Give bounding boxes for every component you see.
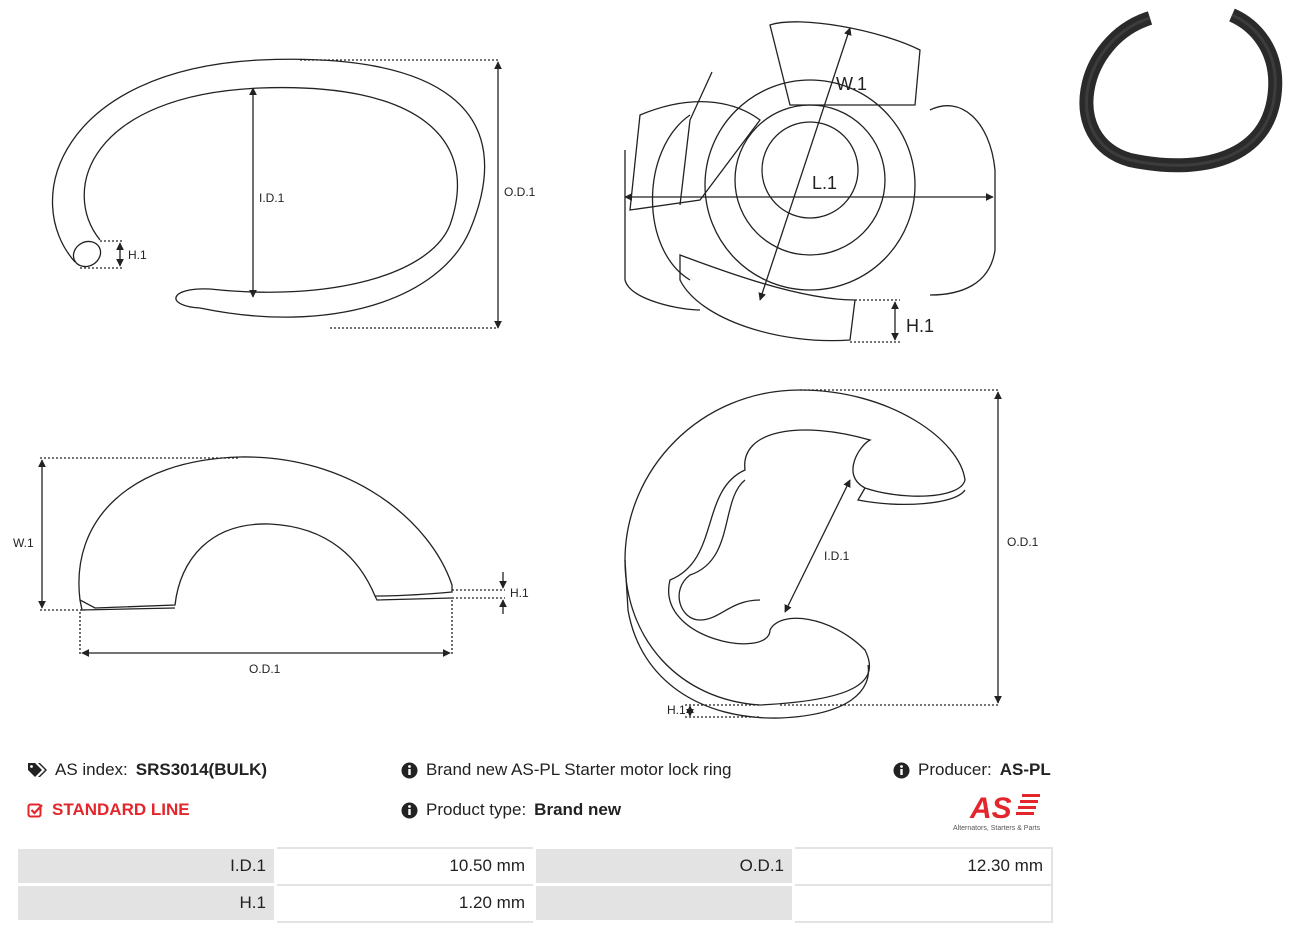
info-icon [401, 802, 418, 818]
description-row: Brand new AS-PL Starter motor lock ring [401, 760, 732, 780]
spec-label: I.D.1 [15, 846, 277, 886]
ring-od-label: O.D.1 [504, 185, 536, 199]
product-type-value: Brand new [534, 800, 622, 819]
technical-drawings: I.D.1 O.D.1 H.1 W.1 L.1 H.1 [13, 8, 1283, 719]
arch-w-label: W.1 [13, 536, 34, 550]
product-type-row: Product type: Brand new [401, 800, 621, 820]
tags-icon [28, 763, 47, 777]
as-pl-logo: AS Alternators, Starters & Parts [952, 790, 1054, 832]
as-index-row: AS index: SRS3014(BULK) [27, 760, 267, 780]
spec-value: 1.20 mm [274, 883, 536, 923]
clip-w-label: W.1 [836, 74, 867, 94]
eclip-h-label: H.1 [667, 703, 686, 717]
spec-value: 10.50 mm [274, 846, 536, 886]
standard-line-label: STANDARD LINE [52, 800, 190, 819]
description-text: Brand new AS-PL Starter motor lock ring [426, 760, 732, 779]
producer-row: Producer: AS-PL [893, 760, 1051, 780]
eclip-drawing [624, 389, 1002, 719]
producer-value: AS-PL [999, 760, 1051, 779]
as-index-label: AS index: [55, 760, 128, 779]
clip-top-drawing [624, 21, 996, 343]
product-type-label: Product type: [426, 800, 527, 819]
arch-h-label: H.1 [510, 586, 529, 600]
arch-od-label: O.D.1 [249, 662, 281, 676]
table-row: H.1 1.20 mm [15, 883, 1053, 923]
line-row: STANDARD LINE [27, 800, 190, 820]
spec-table: I.D.1 10.50 mm O.D.1 12.30 mm H.1 1.20 m… [15, 846, 1053, 923]
table-row: I.D.1 10.50 mm O.D.1 12.30 mm [15, 846, 1053, 886]
eclip-id-label: I.D.1 [824, 549, 850, 563]
clip-l-label: L.1 [812, 173, 837, 193]
info-icon [893, 762, 910, 778]
as-index-value: SRS3014(BULK) [135, 760, 268, 779]
product-photo [1079, 8, 1283, 173]
arch-side-drawing [38, 456, 507, 657]
spec-label [533, 883, 795, 923]
clip-h-label: H.1 [906, 316, 934, 336]
eclip-od-label: O.D.1 [1007, 535, 1039, 549]
spec-value [792, 883, 1053, 923]
spec-label: O.D.1 [533, 846, 795, 886]
producer-label: Producer: [918, 760, 992, 779]
info-icon [401, 762, 418, 778]
check-square-icon [27, 803, 43, 817]
spec-value: 12.30 mm [792, 846, 1053, 886]
spec-label: H.1 [15, 883, 277, 923]
ring-id-label: I.D.1 [259, 191, 285, 205]
ring-side-drawing [51, 58, 502, 329]
logo-mark: AS [969, 792, 1012, 825]
ring-h-label: H.1 [128, 248, 147, 262]
logo-tagline: Alternators, Starters & Parts [953, 825, 1041, 832]
